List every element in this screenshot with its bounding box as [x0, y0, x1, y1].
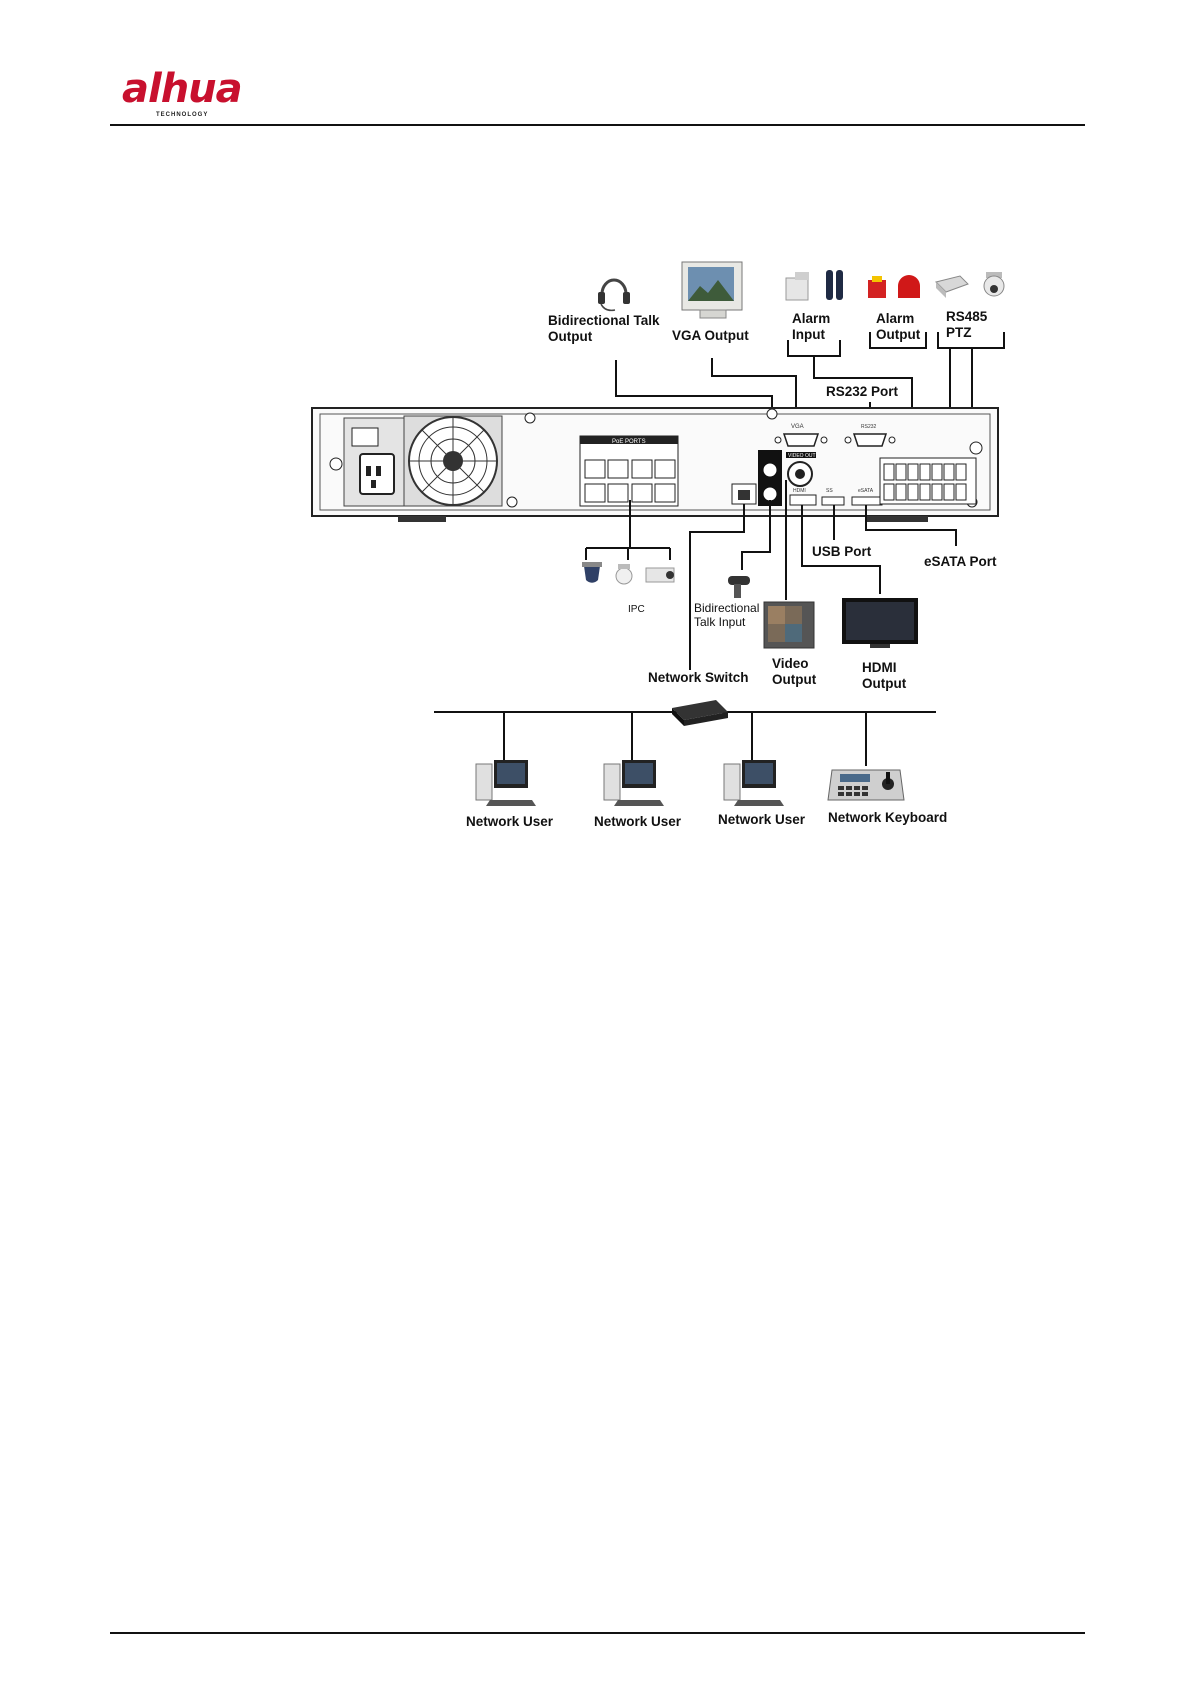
ipc-label: IPC: [628, 604, 645, 615]
network-keyboard-label: Network Keyboard: [828, 810, 947, 825]
network-switch-icon: [672, 700, 728, 726]
alarm-input-label: Alarm: [792, 311, 830, 326]
network-switch-label: Network Switch: [648, 670, 749, 685]
alarm-output-label: Alarm: [876, 311, 914, 326]
nvr-rear-panel: PoE PORTS VGA VIDEO OUT HDMI SS eSATA: [312, 408, 998, 522]
bidirectional-talk-input-label-2: Talk Input: [694, 615, 746, 629]
alarm-input-label-2: Input: [792, 327, 825, 342]
video-out-port-label: VIDEO OUT: [788, 453, 816, 459]
alarm-siren-icon: [868, 275, 920, 298]
network-user-computer-icon: [604, 760, 664, 806]
network-user-computer-icon: [476, 760, 536, 806]
network-keyboard-icon: [828, 770, 904, 800]
hdmi-output-label: HDMI: [862, 660, 897, 675]
ipc-camera-icon: [582, 562, 674, 584]
rs485-ptz-label: PTZ: [946, 325, 972, 340]
network-user-label-2: Network User: [594, 814, 682, 829]
vga-output-label: VGA Output: [672, 328, 749, 343]
alarm-output-label-2: Output: [876, 327, 921, 342]
microphone-icon: [728, 576, 750, 598]
rs232-port-label: RS232 Port: [826, 384, 899, 399]
vga-port-label: VGA: [791, 424, 804, 430]
vga-monitor-icon: [682, 262, 742, 318]
poe-ports-label: PoE PORTS: [612, 439, 646, 445]
network-user-label-1: Network User: [466, 814, 554, 829]
network-user-label-3: Network User: [718, 812, 806, 827]
video-output-monitor-icon: [764, 602, 814, 648]
rs485-label: RS485: [946, 309, 988, 324]
alarm-input-sensor-icon: [786, 270, 843, 300]
esata-port-label: eSATA: [858, 488, 874, 494]
video-output-label: Video: [772, 656, 809, 671]
hdmi-tv-icon: [842, 598, 918, 648]
network-user-computer-icon: [724, 760, 784, 806]
rs232-port-panel-label: RS232: [861, 424, 877, 430]
ptz-camera-icon: [936, 272, 1004, 298]
hdmi-output-label-2: Output: [862, 676, 907, 691]
headset-icon: [598, 280, 630, 310]
usb-port-label: SS: [826, 488, 833, 494]
bidirectional-talk-output-label-2: Output: [548, 329, 593, 344]
hdmi-port-label: HDMI: [793, 488, 806, 494]
video-output-label-2: Output: [772, 672, 817, 687]
usb-port-caption: USB Port: [812, 544, 872, 559]
bidirectional-talk-output-label: Bidirectional Talk: [548, 313, 660, 328]
esata-port-caption: eSATA Port: [924, 554, 997, 569]
bidirectional-talk-input-label: Bidirectional: [694, 601, 759, 615]
